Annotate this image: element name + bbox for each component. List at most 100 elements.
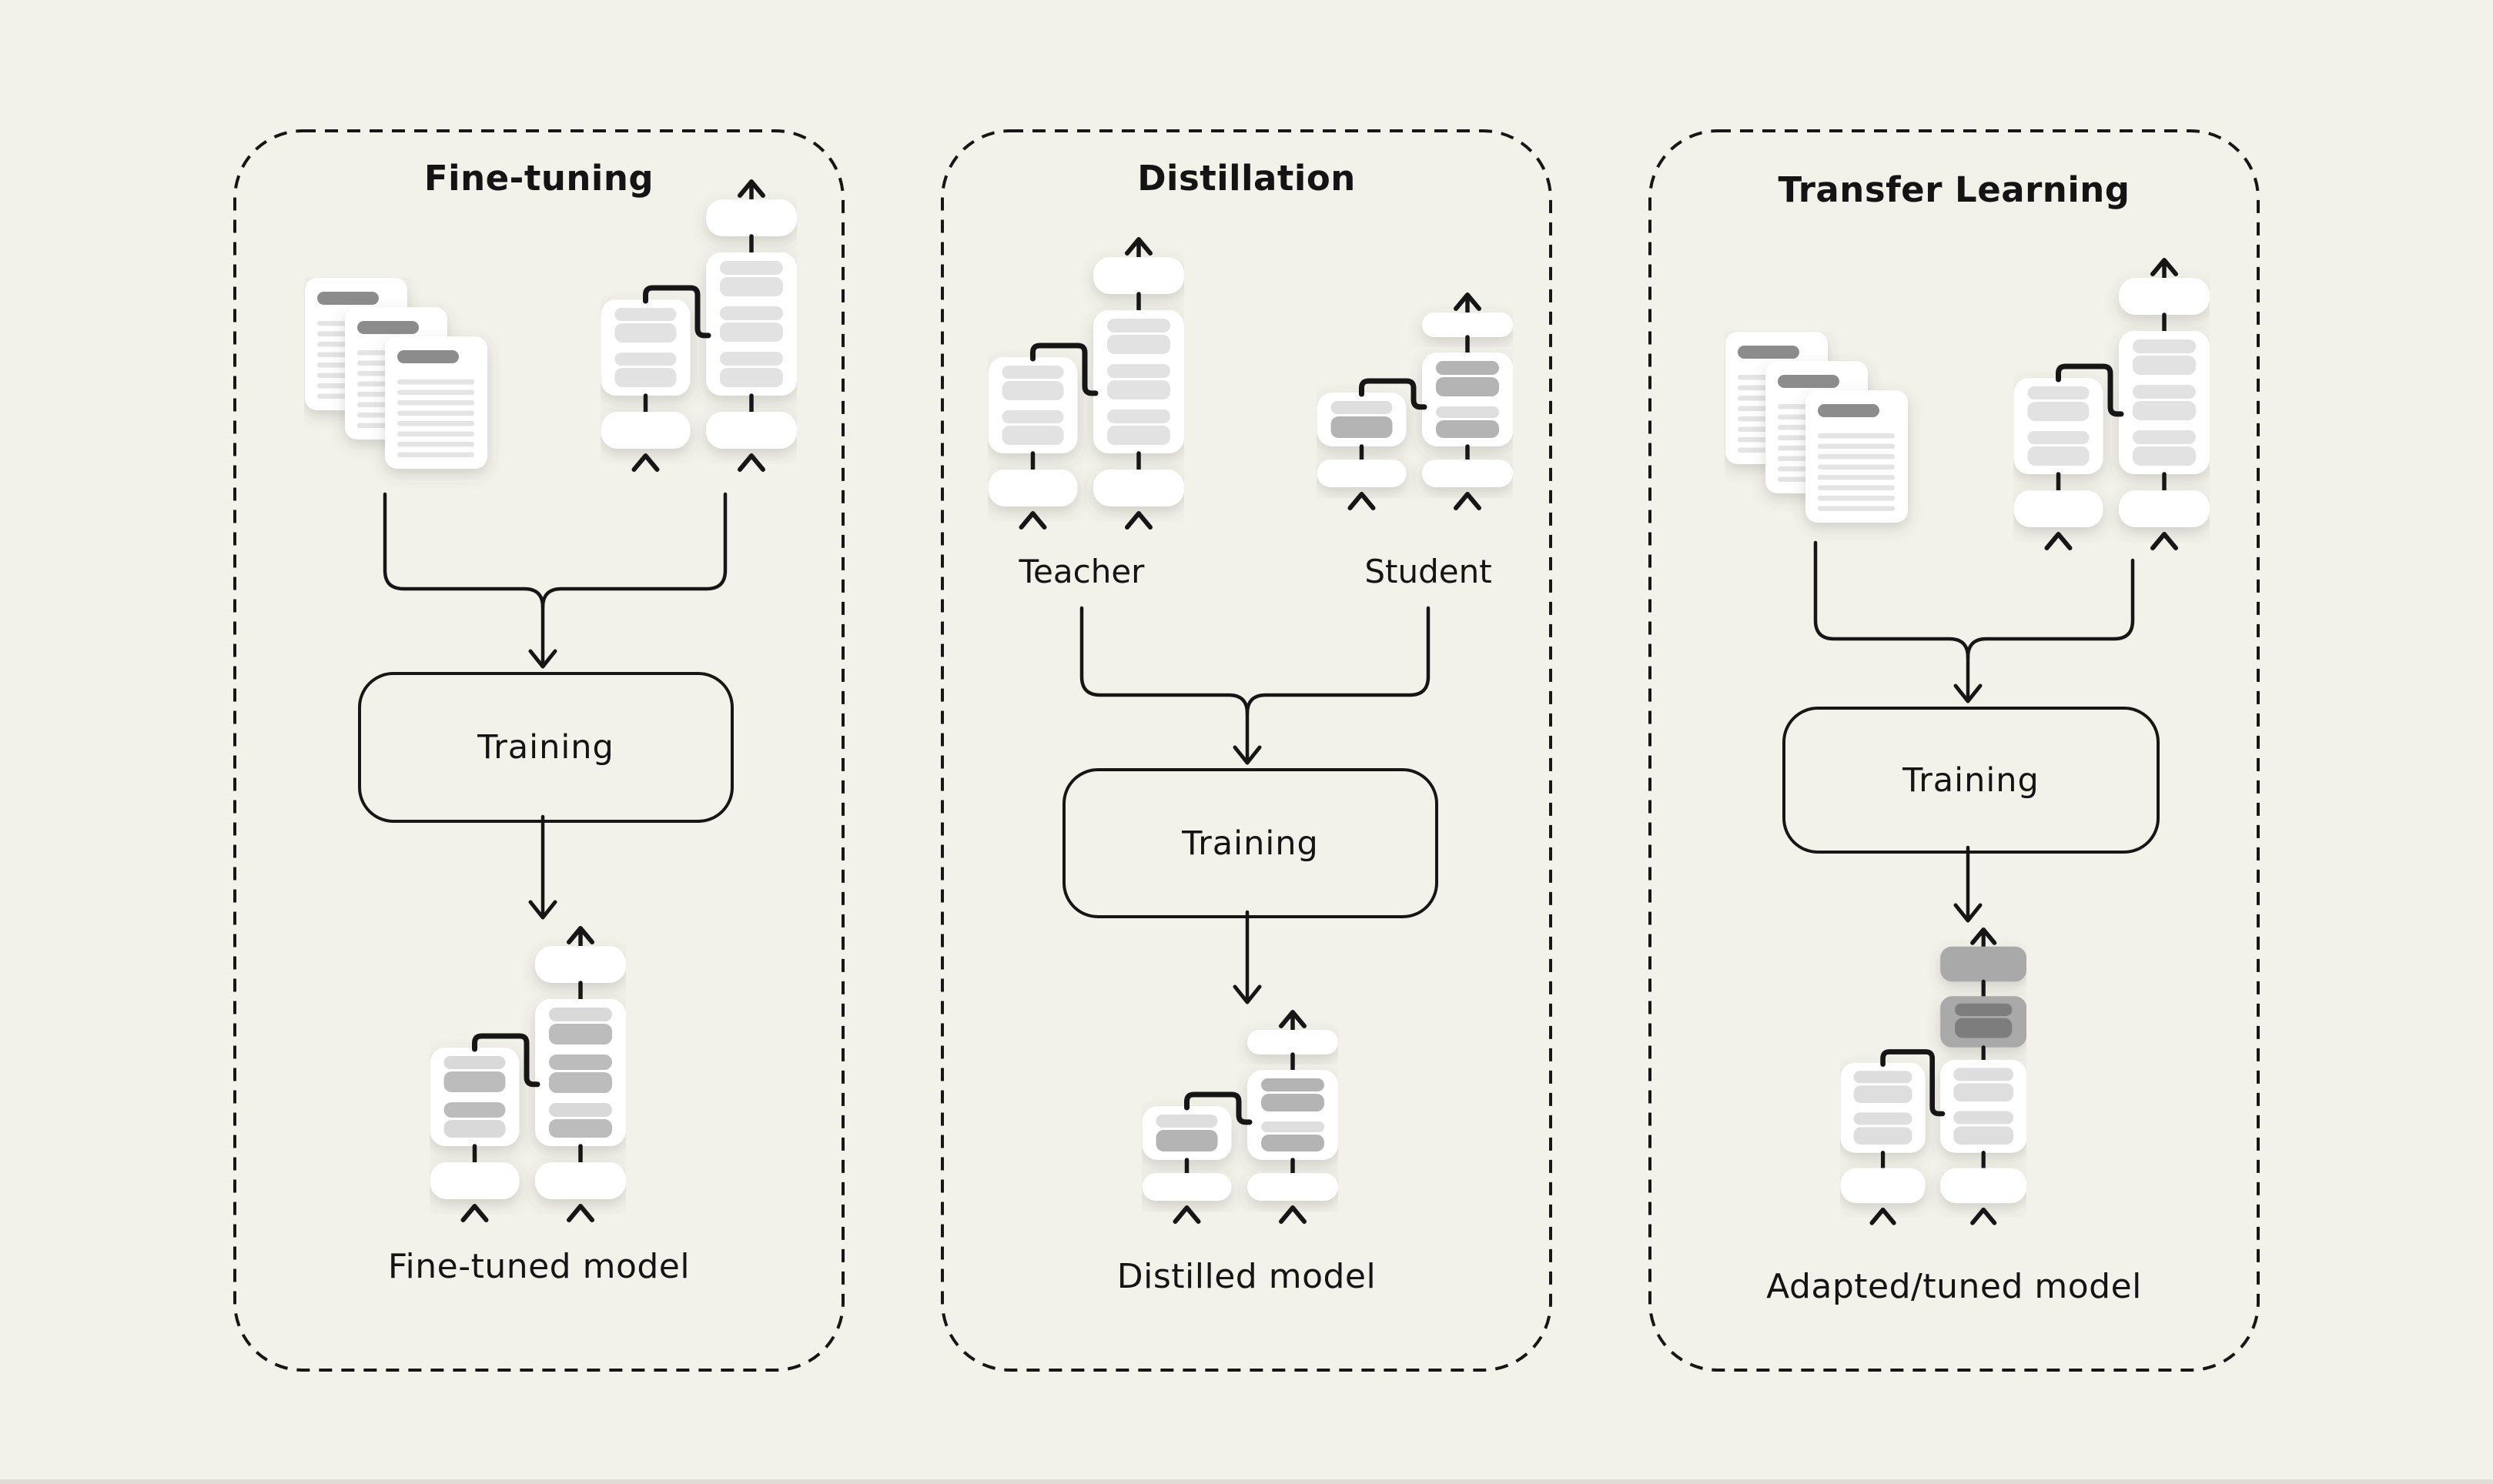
layer-bar bbox=[2027, 446, 2090, 466]
doc-text-line bbox=[1818, 454, 1895, 460]
encoder-io-box bbox=[1840, 1168, 1926, 1204]
decoder-io-box bbox=[1940, 1168, 2027, 1204]
document-page bbox=[1805, 390, 1908, 523]
layer-bar bbox=[549, 1119, 612, 1138]
doc-header-bar bbox=[317, 292, 379, 305]
encoder-decoder-connector bbox=[2056, 363, 2124, 417]
up-arrow-icon bbox=[738, 453, 765, 472]
up-arrow-icon bbox=[1279, 1205, 1307, 1224]
doc-header-bar bbox=[1818, 404, 1879, 417]
adapter-head-bar bbox=[1955, 1018, 2013, 1038]
decoder-top-box bbox=[2119, 278, 2210, 315]
teacher-model-icon bbox=[988, 237, 1184, 533]
encoder-io-box bbox=[430, 1162, 520, 1199]
layer-bar bbox=[1436, 377, 1499, 396]
encoder-decoder-connector bbox=[1359, 378, 1427, 410]
layer-bar bbox=[1953, 1111, 2014, 1125]
doc-text-line bbox=[1818, 485, 1895, 490]
layer-bar bbox=[1002, 410, 1064, 423]
training-box-transfer-learning: Training bbox=[1782, 707, 2160, 854]
doc-header-bar bbox=[1738, 346, 1799, 359]
panel-title-distillation: Distillation bbox=[1137, 158, 1356, 199]
up-arrow-icon bbox=[1454, 492, 1481, 510]
encoder-decoder-connector bbox=[1030, 343, 1099, 396]
doc-text-line bbox=[397, 400, 474, 406]
layer-bar bbox=[1853, 1085, 1912, 1103]
up-arrow-icon bbox=[567, 926, 594, 944]
up-arrow-icon bbox=[631, 453, 660, 472]
layer-bar bbox=[1953, 1126, 2014, 1145]
layer-bar bbox=[549, 1072, 612, 1093]
doc-text-line bbox=[397, 379, 474, 385]
doc-header-bar bbox=[357, 321, 419, 334]
layer-bar bbox=[1107, 426, 1170, 445]
model-icon-svg bbox=[601, 179, 797, 472]
encoder-io-box bbox=[1317, 460, 1407, 487]
model-icon-svg bbox=[430, 926, 626, 1222]
layer-bar bbox=[443, 1102, 506, 1118]
transfer-base-model-icon bbox=[2013, 258, 2210, 553]
layer-bar bbox=[2027, 402, 2090, 421]
up-arrow-icon bbox=[1869, 1207, 1896, 1225]
layer-bar bbox=[549, 1055, 612, 1070]
up-arrow-icon bbox=[1173, 1205, 1201, 1224]
training-label: Training bbox=[1902, 760, 2040, 800]
layer-bar bbox=[2133, 339, 2196, 353]
layer-bar bbox=[1853, 1127, 1912, 1145]
layer-bar bbox=[549, 1103, 612, 1117]
layer-bar bbox=[720, 306, 783, 320]
layer-bar bbox=[1261, 1094, 1324, 1111]
student-model-icon bbox=[1317, 292, 1513, 513]
down-arrowhead-icon bbox=[1233, 745, 1262, 765]
decoder-io-box bbox=[1247, 1173, 1338, 1201]
layer-bar bbox=[614, 323, 677, 343]
layer-bar bbox=[1002, 366, 1064, 379]
layer-bar bbox=[2133, 401, 2196, 420]
screenshot-bottom-edge bbox=[0, 1479, 2493, 1484]
down-arrowhead-icon bbox=[528, 900, 557, 920]
model-icon-svg bbox=[1142, 1010, 1338, 1224]
decoder-top-box bbox=[1093, 257, 1184, 294]
up-arrow-icon bbox=[1125, 511, 1153, 530]
down-arrowhead-icon bbox=[1953, 903, 1983, 923]
layer-bar bbox=[1436, 406, 1499, 418]
layer-bar bbox=[1330, 416, 1393, 438]
layer-bar bbox=[2133, 356, 2196, 375]
encoder-io-box bbox=[601, 412, 691, 449]
training-box-distillation: Training bbox=[1062, 768, 1438, 918]
decoder-top-box bbox=[1422, 313, 1513, 337]
layer-bar bbox=[1436, 361, 1499, 375]
arrow-training-to-adapted-model bbox=[1953, 845, 1983, 923]
doc-text-line bbox=[397, 389, 474, 395]
doc-text-line bbox=[1818, 443, 1895, 449]
doc-text-line bbox=[397, 431, 474, 436]
up-arrow-icon bbox=[1970, 1207, 1997, 1225]
panel-border-distillation bbox=[941, 129, 1552, 1372]
layer-bar bbox=[720, 261, 783, 275]
arrow-training-to-distilled-model bbox=[1233, 910, 1262, 1004]
training-box-fine-tuning: Training bbox=[358, 672, 734, 823]
panel-border-transfer-learning bbox=[1648, 129, 2260, 1372]
arrow-training-to-fine-tuned-model bbox=[528, 814, 557, 920]
up-arrow-icon bbox=[1125, 237, 1153, 256]
adapter-head-bar bbox=[1955, 1003, 2013, 1016]
layer-bar bbox=[1156, 1115, 1218, 1128]
decoder-io-box bbox=[535, 1162, 626, 1199]
doc-stack-svg bbox=[1725, 332, 1908, 523]
training-label: Training bbox=[1182, 824, 1319, 863]
decoder-top-box bbox=[535, 946, 626, 983]
down-arrowhead-icon bbox=[528, 649, 557, 669]
merge-bracket-fine-tuning bbox=[383, 492, 728, 669]
encoder-io-box bbox=[988, 470, 1078, 506]
up-arrow-icon bbox=[1454, 292, 1481, 311]
up-arrow-icon bbox=[460, 1204, 489, 1222]
decoder-top-box bbox=[1247, 1030, 1338, 1055]
adapter-head-box bbox=[1940, 946, 2027, 982]
layer-bar bbox=[1853, 1071, 1912, 1084]
doc-text-line bbox=[1818, 433, 1895, 439]
merge-bracket-distillation bbox=[1079, 606, 1431, 765]
doc-text-line bbox=[397, 410, 474, 416]
up-arrow-icon bbox=[738, 179, 765, 198]
layer-bar bbox=[1107, 364, 1170, 378]
